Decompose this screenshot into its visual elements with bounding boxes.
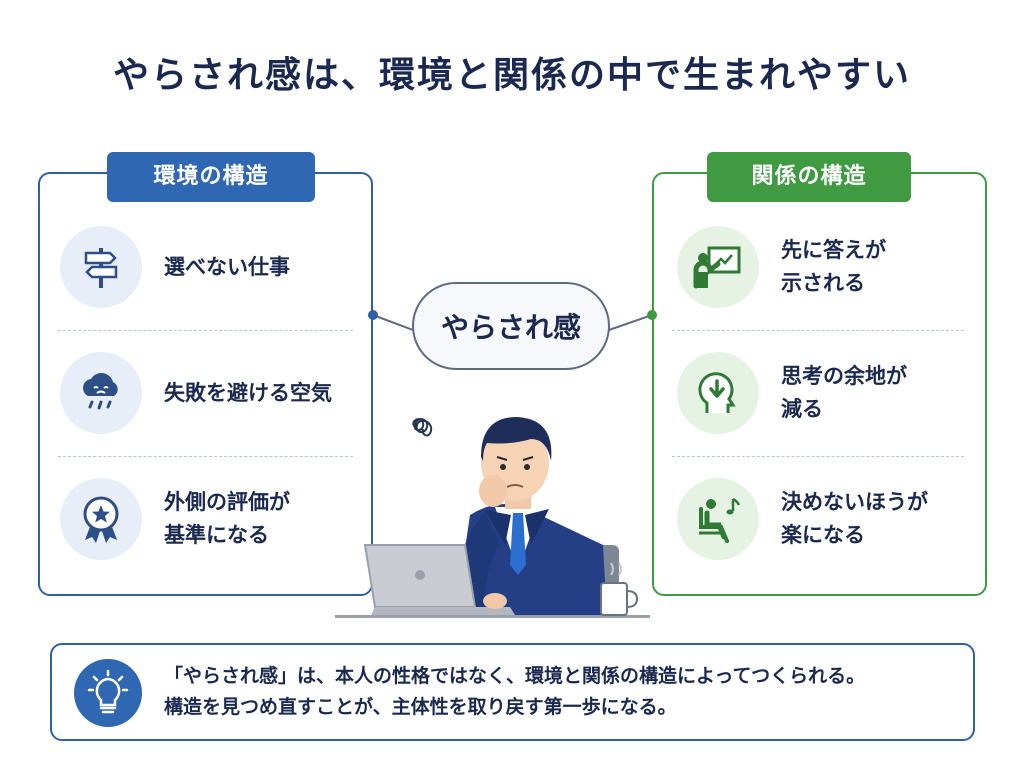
signpost-icon bbox=[60, 226, 142, 308]
relationship-badge: 関係の構造 bbox=[707, 152, 911, 202]
summary-box: 「やらされ感」は、本人の性格ではなく、環境と関係の構造によってつくられる。 構造… bbox=[50, 643, 975, 741]
environment-item-text: 選べない仕事 bbox=[164, 254, 290, 279]
worried-man-illustration bbox=[335, 417, 650, 618]
relationship-item-text: 示される bbox=[781, 271, 865, 295]
relationship-item-text: 先に答えが bbox=[781, 238, 886, 262]
relationship-item-text: 楽になる bbox=[781, 523, 865, 547]
teacher-board-icon bbox=[677, 226, 759, 308]
center-label: やらされ感 bbox=[440, 311, 581, 344]
relationship-item-thinking: 思考の余地が 減る bbox=[677, 352, 907, 434]
environment-item-text: 基準になる bbox=[164, 523, 269, 547]
environment-item-text: 外側の評価が bbox=[164, 490, 290, 514]
environment-badge: 環境の構造 bbox=[107, 152, 315, 202]
award-ribbon-icon bbox=[60, 478, 142, 560]
environment-item-text: 失敗を避ける空気 bbox=[164, 380, 332, 405]
relationship-item-easier: 決めないほうが 楽になる bbox=[677, 478, 928, 560]
page-title: やらされ感は、環境と関係の中で生まれやすい bbox=[112, 55, 911, 96]
summary-line-2: 構造を見つめ直すことが、主体性を取り戻す第一歩になる。 bbox=[164, 696, 677, 718]
relationship-item-answer: 先に答えが 示される bbox=[677, 226, 886, 308]
divider bbox=[672, 456, 964, 457]
summary-line-1: 「やらされ感」は、本人の性格ではなく、環境と関係の構造によってつくられる。 bbox=[164, 665, 866, 687]
relationship-item-text: 決めないほうが bbox=[781, 490, 928, 514]
environment-item-choice: 選べない仕事 bbox=[60, 226, 290, 308]
relationship-item-text: 減る bbox=[781, 397, 823, 421]
relationship-item-text: 思考の余地が bbox=[781, 364, 907, 388]
rain-cloud-icon bbox=[60, 352, 142, 434]
divider bbox=[58, 330, 353, 331]
divider bbox=[58, 456, 353, 457]
environment-connector-dot bbox=[368, 310, 378, 320]
environment-item-evaluation: 外側の評価が 基準になる bbox=[60, 478, 290, 560]
relaxing-person-icon bbox=[677, 478, 759, 560]
environment-item-failure: 失敗を避ける空気 bbox=[60, 352, 332, 434]
divider bbox=[672, 330, 964, 331]
head-down-arrow-icon bbox=[677, 352, 759, 434]
center-bubble: やらされ感 bbox=[412, 282, 610, 370]
lightbulb-icon bbox=[74, 659, 142, 727]
relationship-connector-dot bbox=[647, 310, 657, 320]
